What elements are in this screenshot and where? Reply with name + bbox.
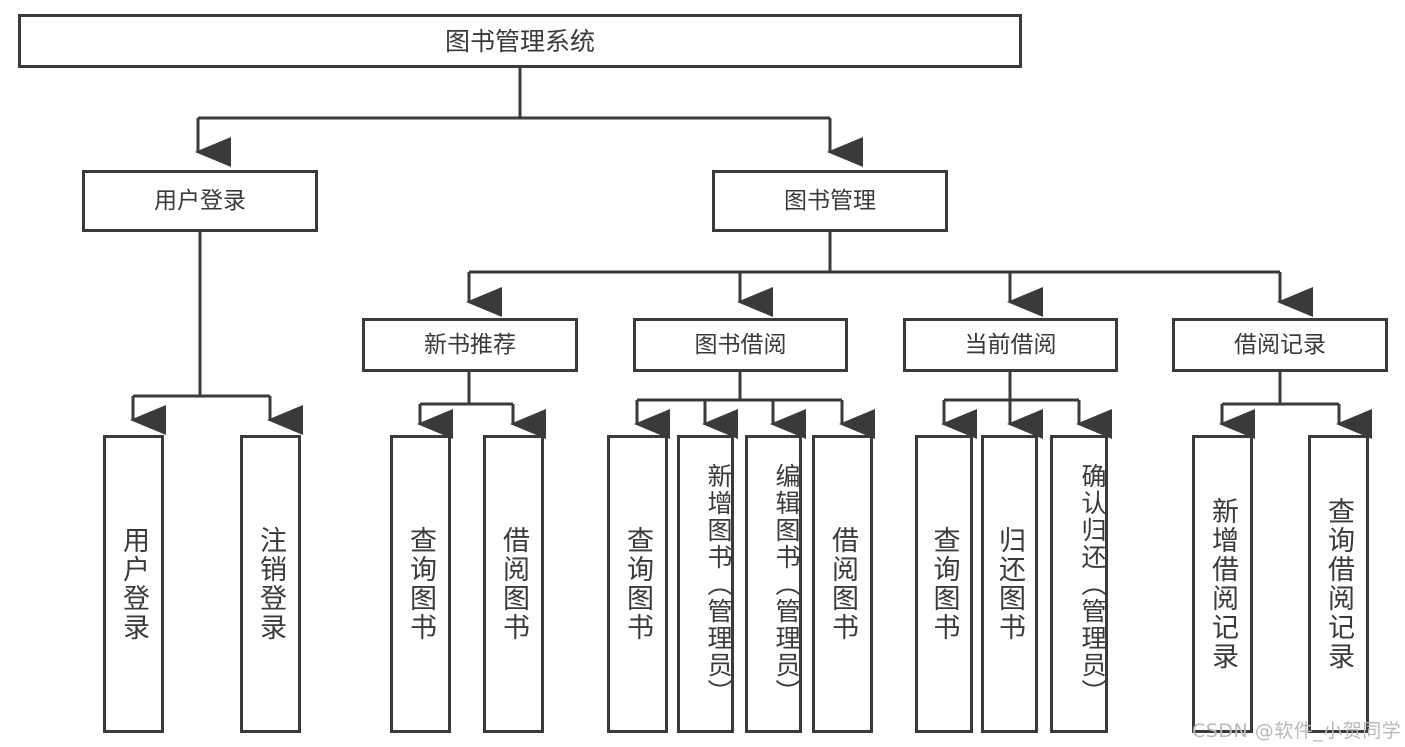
node-new-book-recommend[interactable]: 新书推荐 xyxy=(362,318,578,372)
node-book-management[interactable]: 图书管理 xyxy=(712,170,948,232)
node-root-library-system[interactable]: 图书管理系统 xyxy=(18,14,1022,68)
node-label: 用户登录 xyxy=(154,187,246,214)
node-label: 新书推荐 xyxy=(424,331,516,358)
leaf-logout-login[interactable]: 注销登录 xyxy=(240,435,301,733)
leaf-borrow-book-recommend[interactable]: 借阅图书 xyxy=(483,435,544,733)
leaf-query-book-recommend[interactable]: 查询图书 xyxy=(390,435,451,733)
node-label: 图书管理 xyxy=(784,187,876,214)
node-label: 新增借阅记录 xyxy=(1207,497,1238,671)
node-current-borrow[interactable]: 当前借阅 xyxy=(903,318,1118,372)
node-label: 归还图书 xyxy=(994,526,1025,642)
node-label: 借阅图书 xyxy=(827,526,858,642)
node-label: 注销登录 xyxy=(255,526,286,642)
leaf-borrow-book[interactable]: 借阅图书 xyxy=(812,435,873,733)
csdn-watermark: CSDN @软件_小贺同学 xyxy=(1192,720,1402,742)
node-label: 查询图书 xyxy=(405,526,436,642)
node-label: 查询借阅记录 xyxy=(1323,497,1354,671)
node-label: 编辑图书（管理员） xyxy=(772,462,801,706)
node-borrow-record[interactable]: 借阅记录 xyxy=(1172,318,1388,372)
leaf-query-book-borrow[interactable]: 查询图书 xyxy=(607,435,668,733)
node-label: 用户登录 xyxy=(118,526,149,642)
leaf-query-borrow-record[interactable]: 查询借阅记录 xyxy=(1308,435,1369,733)
node-label: 新增图书（管理员） xyxy=(704,462,733,706)
leaf-return-book[interactable]: 归还图书 xyxy=(981,435,1038,733)
leaf-query-book-current[interactable]: 查询图书 xyxy=(915,435,973,733)
leaf-add-borrow-record[interactable]: 新增借阅记录 xyxy=(1192,435,1253,733)
node-label: 图书管理系统 xyxy=(444,26,595,56)
node-label: 确认归还（管理员） xyxy=(1078,462,1107,706)
leaf-edit-book-admin[interactable]: 编辑图书（管理员） xyxy=(745,435,802,733)
node-label: 当前借阅 xyxy=(964,331,1057,358)
node-label: 借阅图书 xyxy=(498,526,529,642)
node-user-login[interactable]: 用户登录 xyxy=(82,170,318,232)
leaf-user-login[interactable]: 用户登录 xyxy=(103,435,164,733)
node-label: 查询图书 xyxy=(928,526,960,642)
node-label: 借阅记录 xyxy=(1234,331,1326,358)
node-book-borrow[interactable]: 图书借阅 xyxy=(633,318,848,372)
node-label: 图书借阅 xyxy=(694,331,787,358)
leaf-confirm-return-admin[interactable]: 确认归还（管理员） xyxy=(1050,435,1108,733)
leaf-add-book-admin[interactable]: 新增图书（管理员） xyxy=(677,435,734,733)
node-label: 查询图书 xyxy=(622,526,653,642)
